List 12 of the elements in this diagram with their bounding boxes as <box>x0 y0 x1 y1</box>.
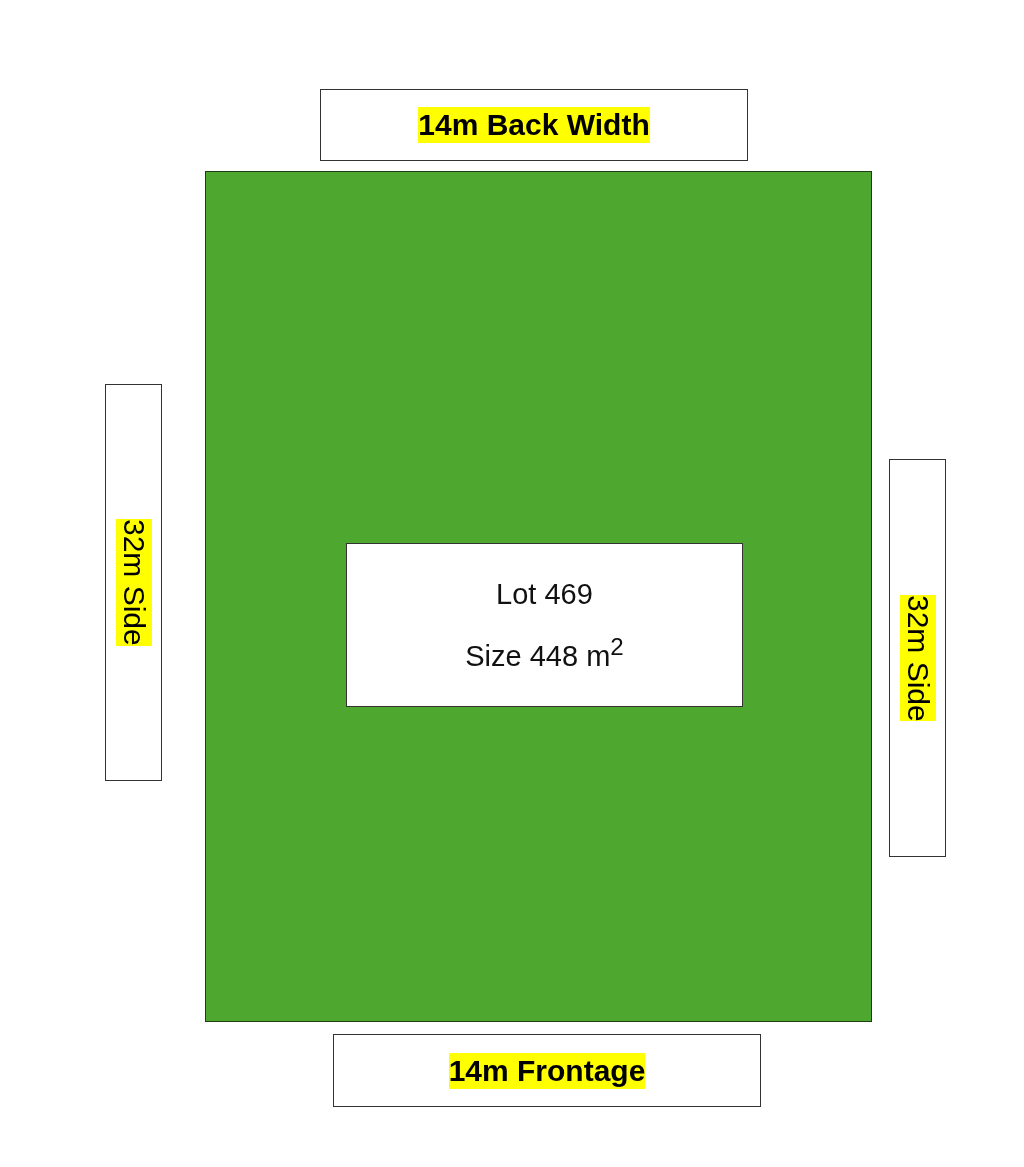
dimension-label: 14m Back Width <box>418 107 650 143</box>
dimension-label: 32m Side <box>115 519 152 646</box>
dimension-box <box>889 459 946 857</box>
lot-number: Lot 469 <box>496 577 593 611</box>
dimension-box <box>320 89 748 161</box>
lot-size: Size 448 m$^{2}$ <box>465 632 624 673</box>
dimension-box <box>333 1034 761 1107</box>
lot-info-box <box>346 543 743 707</box>
dimension-label: 14m Frontage <box>448 1052 646 1089</box>
dimension-box <box>105 384 162 781</box>
lot-area <box>205 171 872 1022</box>
dimension-label: 32m Side <box>899 594 936 722</box>
